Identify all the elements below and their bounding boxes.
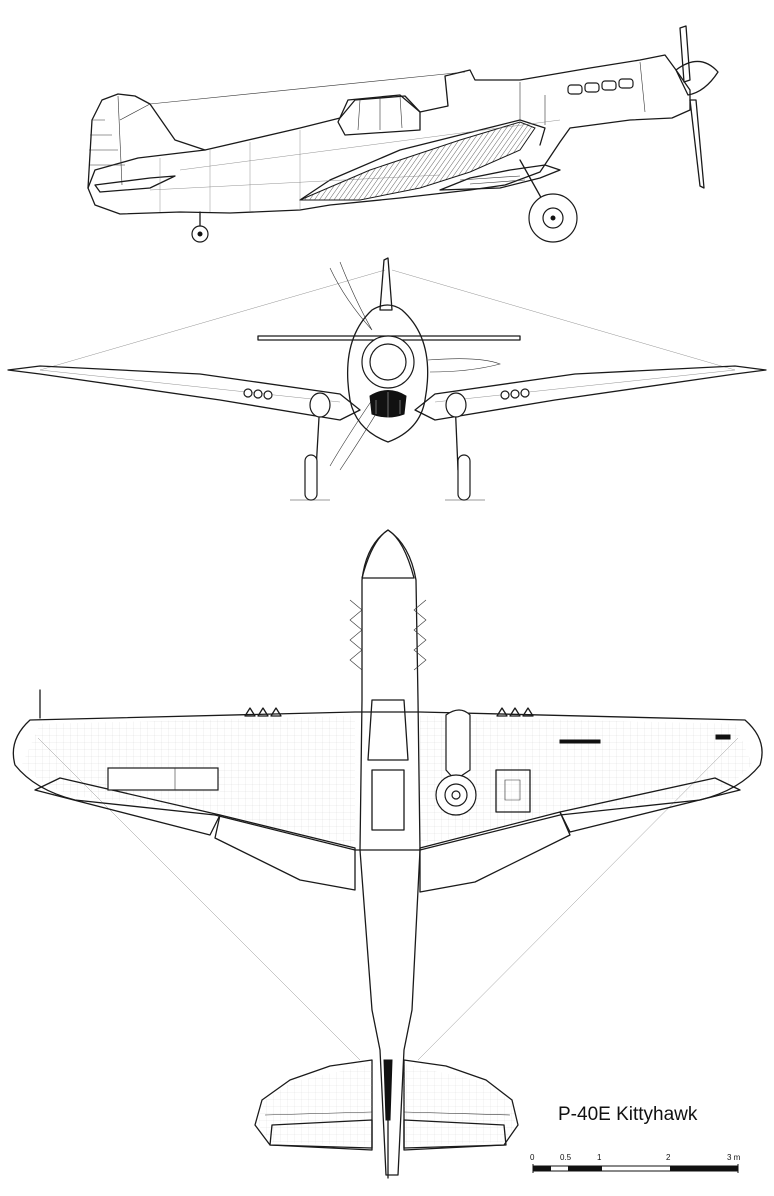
side-profile-view <box>87 25 719 243</box>
scale-bar: 0 0.5 1 2 3 m <box>530 1153 741 1173</box>
aircraft-title: P-40E Kittyhawk <box>558 1104 698 1125</box>
front-view <box>7 257 767 501</box>
scale-label-0-5: 0.5 <box>560 1153 572 1162</box>
propeller-side <box>675 25 719 189</box>
scale-label-3m: 3 m <box>727 1153 741 1162</box>
gun-ports-top <box>244 707 534 717</box>
scale-label-1: 1 <box>597 1153 602 1162</box>
scale-label-0: 0 <box>530 1153 535 1162</box>
gun-ports-left <box>243 388 273 400</box>
gun-ports-right <box>500 388 530 400</box>
top-plan-view <box>12 529 763 1179</box>
scale-label-2: 2 <box>666 1153 671 1162</box>
exhaust-stacks <box>567 78 634 95</box>
